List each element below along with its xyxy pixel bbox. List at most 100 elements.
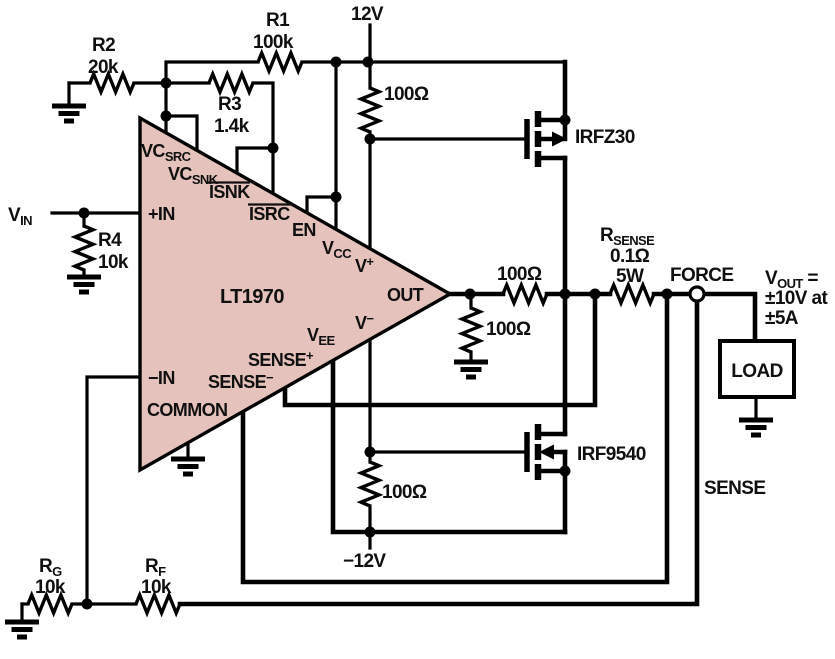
tspan: − bbox=[366, 311, 374, 326]
resistor-r1 bbox=[256, 48, 304, 76]
pin-in-plus: +IN bbox=[148, 204, 175, 224]
pin-out: OUT bbox=[387, 285, 424, 305]
pin-common: COMMON bbox=[147, 400, 227, 420]
ground-common bbox=[171, 441, 205, 477]
label-force: FORCE bbox=[670, 265, 734, 286]
label-vin: VIN bbox=[8, 205, 32, 228]
label-vout-line3: ±5A bbox=[765, 308, 799, 329]
resistor-r4 bbox=[70, 224, 98, 272]
junction-dot bbox=[589, 288, 601, 300]
ground-symbols bbox=[5, 81, 773, 640]
q2-body-arrow bbox=[539, 444, 554, 460]
resistors bbox=[26, 48, 656, 618]
label-load: LOAD bbox=[731, 361, 782, 382]
wire-sense-minus-fb bbox=[240, 291, 670, 585]
junction-dot bbox=[330, 56, 342, 68]
tspan: SENSE bbox=[248, 350, 307, 370]
ground-r4 bbox=[67, 274, 101, 295]
tspan: OUT bbox=[777, 276, 803, 291]
ground-shunt bbox=[454, 359, 488, 380]
tspan: R bbox=[39, 556, 53, 577]
label-part-number: LT1970 bbox=[220, 286, 284, 308]
tspan: SRC bbox=[165, 149, 192, 164]
label-rsense-value: 0.1Ω bbox=[610, 246, 650, 267]
ground-r2 bbox=[52, 81, 86, 124]
junction-dot bbox=[330, 191, 342, 203]
tspan: − bbox=[266, 370, 274, 385]
mosfet-irf9540 bbox=[368, 424, 568, 535]
resistor-100-series bbox=[501, 280, 549, 308]
junction-dot bbox=[661, 288, 673, 300]
tspan: = bbox=[803, 268, 819, 289]
tspan: V bbox=[765, 268, 778, 289]
pin-sense-plus: SENSE+ bbox=[248, 348, 314, 370]
tspan: + bbox=[366, 254, 374, 269]
junction-dot bbox=[559, 114, 571, 126]
tspan: R bbox=[600, 225, 614, 246]
resistor-100-gate-bottom bbox=[356, 460, 384, 508]
junction-dot bbox=[559, 288, 571, 300]
label-100-gate-bottom: 100Ω bbox=[382, 482, 427, 503]
tspan: V bbox=[355, 256, 367, 276]
junction-dot bbox=[364, 133, 376, 145]
ground-rg bbox=[5, 602, 39, 640]
junction-dot bbox=[464, 288, 476, 300]
tspan: V bbox=[355, 313, 367, 333]
wire-isnk bbox=[235, 146, 275, 176]
label-irf9540: IRF9540 bbox=[577, 444, 646, 465]
tspan: F bbox=[158, 564, 166, 579]
junctions bbox=[78, 56, 706, 610]
resistor-rsense bbox=[608, 280, 656, 308]
pin-en: EN bbox=[292, 220, 316, 240]
label-12v: 12V bbox=[351, 4, 384, 25]
label-minus12v: −12V bbox=[343, 551, 386, 572]
junction-dot bbox=[364, 446, 376, 458]
tspan: EE bbox=[318, 333, 335, 348]
label-r1-value: 100k bbox=[253, 32, 294, 53]
label-vout-line1: VOUT = bbox=[765, 268, 818, 291]
resistor-rg bbox=[26, 590, 74, 618]
label-rsense-name: RSENSE bbox=[600, 225, 655, 248]
pin-isnk: ISNK bbox=[209, 182, 250, 202]
junction-dot bbox=[559, 465, 571, 477]
ground-load bbox=[739, 417, 773, 438]
tspan: SENSE bbox=[208, 372, 267, 392]
label-r4-name: R4 bbox=[98, 230, 122, 251]
tspan: V bbox=[8, 205, 21, 226]
load-box bbox=[718, 339, 796, 399]
wire-vcsnk bbox=[164, 114, 199, 153]
resistor-100-gate-top bbox=[356, 86, 384, 134]
label-sense: SENSE bbox=[704, 478, 765, 499]
wire-sense-plus-fb bbox=[282, 291, 598, 408]
pin-vplus: V+ bbox=[355, 254, 374, 276]
tspan: R bbox=[145, 556, 159, 577]
tspan: VC bbox=[141, 141, 165, 161]
junction-dot bbox=[160, 110, 172, 122]
junction-dot bbox=[81, 598, 93, 610]
resistor-rf bbox=[134, 590, 182, 618]
tspan: V bbox=[322, 238, 334, 258]
junction-dot bbox=[267, 142, 279, 154]
resistor-r3 bbox=[207, 69, 255, 97]
label-100-gate-top: 100Ω bbox=[384, 84, 429, 105]
junction-dot bbox=[362, 56, 374, 68]
tspan: V bbox=[307, 325, 319, 345]
wire-force-load bbox=[701, 291, 758, 344]
label-r3-name: R3 bbox=[218, 94, 241, 115]
tspan: IN bbox=[20, 213, 32, 228]
tspan: VC bbox=[168, 164, 192, 184]
label-100-shunt: 100Ω bbox=[486, 319, 531, 340]
resistor-100-shunt bbox=[457, 306, 485, 354]
label-r2-name: R2 bbox=[92, 35, 115, 56]
label-100-series: 100Ω bbox=[497, 264, 542, 285]
junction-dot bbox=[364, 526, 376, 538]
mosfet-irfz30 bbox=[368, 59, 568, 167]
wire-sense-line bbox=[177, 298, 700, 607]
pin-in-minus: −IN bbox=[148, 368, 175, 388]
labels: R2 20k R1 100k R3 1.4k 12V 100Ω IRFZ30 V… bbox=[8, 4, 829, 598]
wire-vee bbox=[330, 358, 568, 535]
label-rg-value: 10k bbox=[35, 577, 66, 598]
pin-vcsrc: VCSRC bbox=[141, 141, 192, 164]
